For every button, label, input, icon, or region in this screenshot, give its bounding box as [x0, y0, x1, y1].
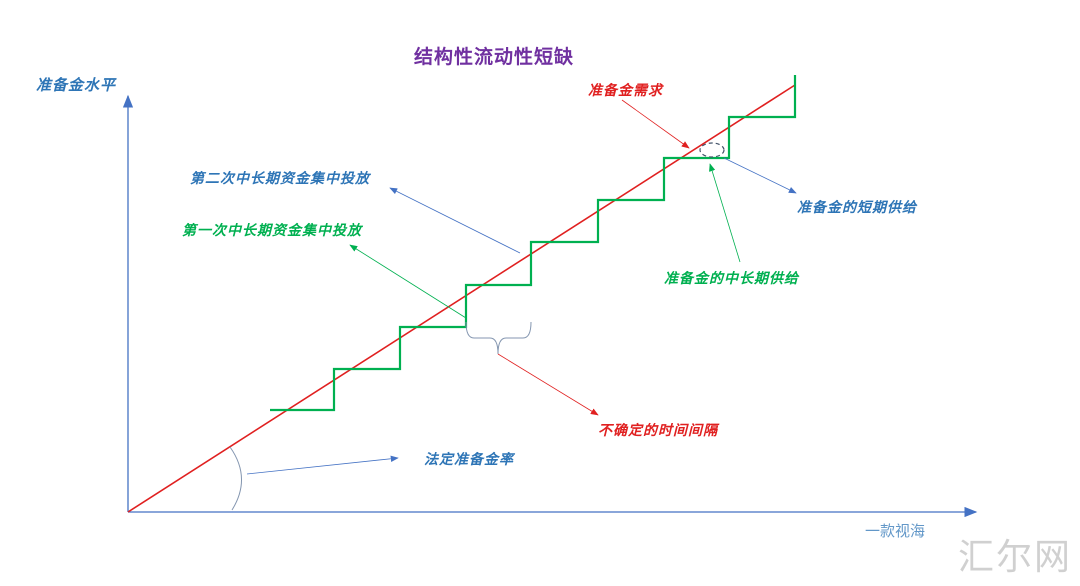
demand-label: 准备金需求 — [588, 83, 663, 99]
second-injection-label: 第二次中长期资金集中投放 — [190, 171, 370, 187]
reserve-ratio-label: 法定准备金率 — [424, 452, 514, 468]
interval-brace — [465, 321, 532, 355]
reserve-ratio-arrow — [246, 455, 399, 475]
uncertain-interval-label: 不确定的时间间隔 — [598, 423, 718, 439]
diagram-title: 结构性流动性短缺 — [414, 46, 575, 68]
short-term-supply-label: 准备金的短期供给 — [797, 200, 917, 216]
watermark-source: 一款视海 — [865, 522, 926, 540]
watermark-site: 汇尔网 — [958, 537, 1073, 578]
first-injection-label: 第一次中长期资金集中投放 — [182, 223, 362, 239]
interval-arrow — [497, 353, 599, 416]
short-term-gap-circle — [699, 142, 725, 158]
demand-arrow — [621, 99, 690, 149]
first-injection-arrow — [349, 244, 467, 319]
y-axis-label: 准备金水平 — [36, 76, 117, 94]
second-injection-arrow — [389, 187, 521, 254]
supply-staircase — [270, 75, 797, 412]
long-term-arrow — [709, 163, 741, 263]
reserve-ratio-arc — [229, 446, 242, 511]
long-term-supply-label: 准备金的中长期供给 — [664, 271, 799, 287]
short-term-arrow — [723, 157, 797, 194]
demand-line — [127, 84, 796, 513]
